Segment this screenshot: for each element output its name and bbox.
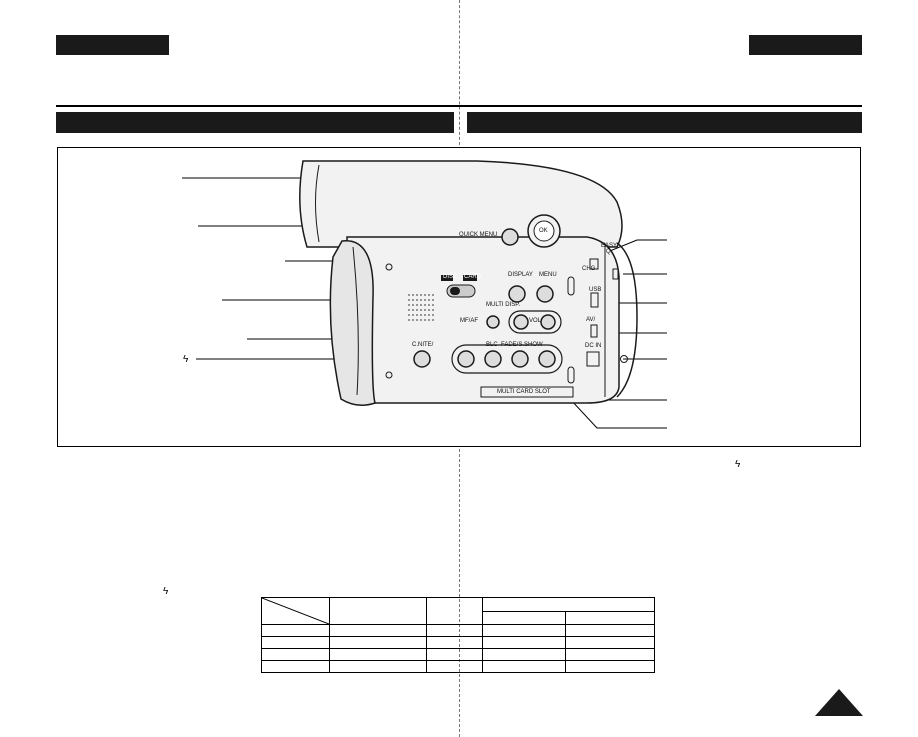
table-header-cell [426, 597, 483, 625]
page-divider-top [459, 0, 460, 145]
label-disc: DISC [443, 274, 458, 280]
flash-icon-left: ϟ [183, 354, 189, 365]
section-bar-right [467, 112, 862, 133]
label-ok: OK [539, 228, 548, 234]
table-row [261, 660, 655, 673]
label-display: DISPLAY [508, 272, 533, 278]
label-q: Q [606, 249, 611, 255]
section-bar-left [56, 112, 454, 133]
label-fade-slshow: FADE/S.SHOW [501, 342, 543, 348]
label-menu: MENU [539, 272, 557, 278]
table-row [261, 648, 655, 661]
settings-table [261, 597, 655, 673]
header-tab-left [56, 35, 169, 55]
label-dc-in: DC IN [585, 343, 602, 349]
table-row [261, 636, 655, 649]
table-header-cell [482, 610, 566, 625]
table-header-cell [482, 597, 655, 612]
header-tab-right [749, 35, 862, 55]
table-header-cell [329, 597, 427, 625]
label-card: CARD [464, 274, 482, 280]
label-chg: CHG [582, 266, 596, 272]
label-mf-af: MF/AF [460, 318, 478, 324]
label-c-nite: C.NITE/ [412, 342, 434, 348]
camcorder-illustration [182, 160, 667, 429]
label-blc: BLC [486, 342, 498, 348]
page-divider-bottom [459, 449, 460, 737]
label-usb: USB [589, 287, 602, 293]
label-av: AV/ [586, 317, 596, 323]
label-quick-menu: QUICK MENU [459, 232, 498, 238]
flash-icon-bottom: ϟ [163, 586, 169, 597]
page-up-triangle-icon [815, 689, 863, 716]
table-row [261, 624, 655, 637]
label-multi-card-slot: MULTI CARD SLOT [497, 389, 551, 395]
label-easy: EASY [601, 243, 618, 249]
label-multi-disp: MULTI DISP. [486, 302, 521, 308]
table-header-cell [565, 610, 655, 625]
table-corner-cell [261, 597, 330, 625]
camcorder-figure-box [57, 147, 861, 447]
flash-icon-right: ϟ [735, 459, 741, 470]
header-rule [56, 105, 862, 107]
label-vol: VOL [529, 318, 542, 324]
